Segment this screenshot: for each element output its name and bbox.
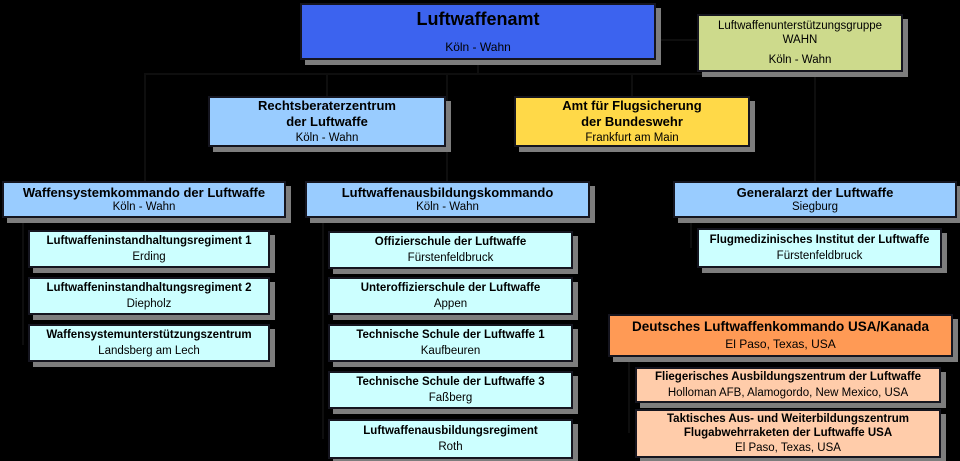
box-location: Köln - Wahn	[295, 132, 359, 145]
org-box-fliegerisches-ausbildungszentrum: Fliegerisches Ausbildungszentrum der Luf…	[635, 367, 941, 403]
connector-drop-rechtsberater	[326, 73, 328, 96]
org-box-generalarzt: Generalarzt der Luftwaffe Siegburg	[673, 181, 957, 218]
org-box-instandhaltungsregiment-1: Luftwaffeninstandhaltungsregiment 1 Erdi…	[28, 230, 270, 268]
box-title: Luftwaffenausbildungsregiment	[363, 425, 538, 438]
box-location: Faßberg	[428, 391, 473, 404]
connector-drop-waffensystemkommando	[144, 73, 146, 181]
box-title: Luftwaffenamt	[416, 8, 540, 29]
box-location: Fürstenfeldbruck	[776, 249, 863, 262]
box-title: Generalarzt der Luftwaffe	[736, 184, 894, 200]
box-location: Holloman AFB, Alamogordo, New Mexico, US…	[667, 386, 909, 399]
connector-drop-ausbildungskommando	[446, 73, 448, 181]
connector-trunk-right-column	[690, 218, 692, 248]
box-location: Köln - Wahn	[768, 53, 832, 66]
org-box-luftwaffenausbildungsregiment: Luftwaffenausbildungsregiment Roth	[328, 419, 573, 459]
box-title: Technische Schule der Luftwaffe 1	[356, 329, 545, 342]
connector-drop-generalarzt	[814, 73, 816, 181]
connector-trunk-middle-column	[322, 218, 324, 439]
box-title: Amt für Flugsicherung der Bundeswehr	[562, 97, 702, 129]
org-box-waffensystemunterstuetzungszentrum: Waffensystemunterstützungszentrum Landsb…	[28, 324, 270, 362]
box-title: Waffensystemkommando der Luftwaffe	[22, 184, 266, 200]
org-box-instandhaltungsregiment-2: Luftwaffeninstandhaltungsregiment 2 Diep…	[28, 277, 270, 315]
box-title: Luftwaffeninstandhaltungsregiment 2	[46, 282, 252, 295]
box-location: Köln - Wahn	[445, 40, 511, 55]
org-box-unteroffizierschule: Unteroffizierschule der Luftwaffe Appen	[328, 277, 573, 315]
org-box-amt-fuer-flugsicherung: Amt für Flugsicherung der Bundeswehr Fra…	[514, 96, 750, 147]
org-box-technische-schule-3: Technische Schule der Luftwaffe 3 Faßber…	[328, 371, 573, 409]
connector-drop-flugsicherung	[631, 73, 633, 96]
connector-trunk-usa-column	[628, 357, 630, 433]
box-location: Appen	[433, 297, 468, 310]
box-location: Köln - Wahn	[416, 201, 479, 214]
org-box-luftwaffenamt: Luftwaffenamt Köln - Wahn	[300, 3, 656, 60]
org-box-luftwaffenausbildungskommando: Luftwaffenausbildungskommando Köln - Wah…	[305, 181, 590, 218]
connector-luftwaffenamt-wahn	[655, 39, 697, 41]
connector-trunk-down	[477, 60, 479, 74]
box-location: Kaufbeuren	[420, 344, 481, 357]
org-box-flugmedizinisches-institut: Flugmedizinisches Institut der Luftwaffe…	[697, 228, 942, 268]
box-title: Deutsches Luftwaffenkommando USA/Kanada	[631, 319, 930, 335]
box-location: Siegburg	[791, 201, 839, 214]
box-location: Landsberg am Lech	[98, 344, 200, 357]
org-box-technische-schule-1: Technische Schule der Luftwaffe 1 Kaufbe…	[328, 324, 573, 362]
box-title: Flugmedizinisches Institut der Luftwaffe	[709, 234, 930, 247]
box-title: Waffensystemunterstützungszentrum	[46, 329, 252, 342]
org-box-offizierschule: Offizierschule der Luftwaffe Fürstenfeld…	[328, 231, 573, 269]
box-title: Luftwaffeninstandhaltungsregiment 1	[46, 235, 252, 248]
box-title: Unteroffizierschule der Luftwaffe	[360, 282, 541, 295]
box-location: Frankfurt am Main	[585, 132, 679, 145]
box-title: Fliegerisches Ausbildungszentrum der Luf…	[654, 371, 922, 384]
box-title: Rechtsberaterzentrum der Luftwaffe	[258, 97, 396, 129]
box-title: Luftwaffenausbildungskommando	[341, 184, 554, 200]
box-title: Offizierschule der Luftwaffe	[374, 236, 527, 249]
org-box-taktisches-aus-und-weiterbildungszentrum: Taktisches Aus- und Weiterbildungszentru…	[635, 409, 941, 458]
org-box-luftwaffenunterstuetzungsgruppe-wahn: Luftwaffenunterstützungsgruppe WAHN Köln…	[697, 14, 903, 72]
connector-trunk-left-column	[22, 218, 24, 345]
box-location: Fürstenfeldbruck	[407, 251, 494, 264]
box-title: Luftwaffenunterstützungsgruppe WAHN	[717, 20, 883, 47]
org-box-rechtsberaterzentrum: Rechtsberaterzentrum der Luftwaffe Köln …	[208, 96, 446, 147]
box-location: Köln - Wahn	[112, 201, 176, 214]
box-location: Erding	[132, 250, 166, 263]
org-box-waffensystemkommando: Waffensystemkommando der Luftwaffe Köln …	[2, 181, 286, 218]
box-location: Roth	[438, 440, 463, 453]
box-location: Diepholz	[126, 297, 172, 310]
connector-bus	[144, 73, 816, 75]
box-location: El Paso, Texas, USA	[735, 442, 841, 455]
org-box-luftwaffenkommando-usa-kanada: Deutsches Luftwaffenkommando USA/Kanada …	[608, 314, 953, 357]
box-title: Technische Schule der Luftwaffe 3	[356, 376, 545, 389]
box-title: Taktisches Aus- und Weiterbildungszentru…	[667, 412, 909, 439]
box-location: El Paso, Texas, USA	[725, 337, 836, 352]
